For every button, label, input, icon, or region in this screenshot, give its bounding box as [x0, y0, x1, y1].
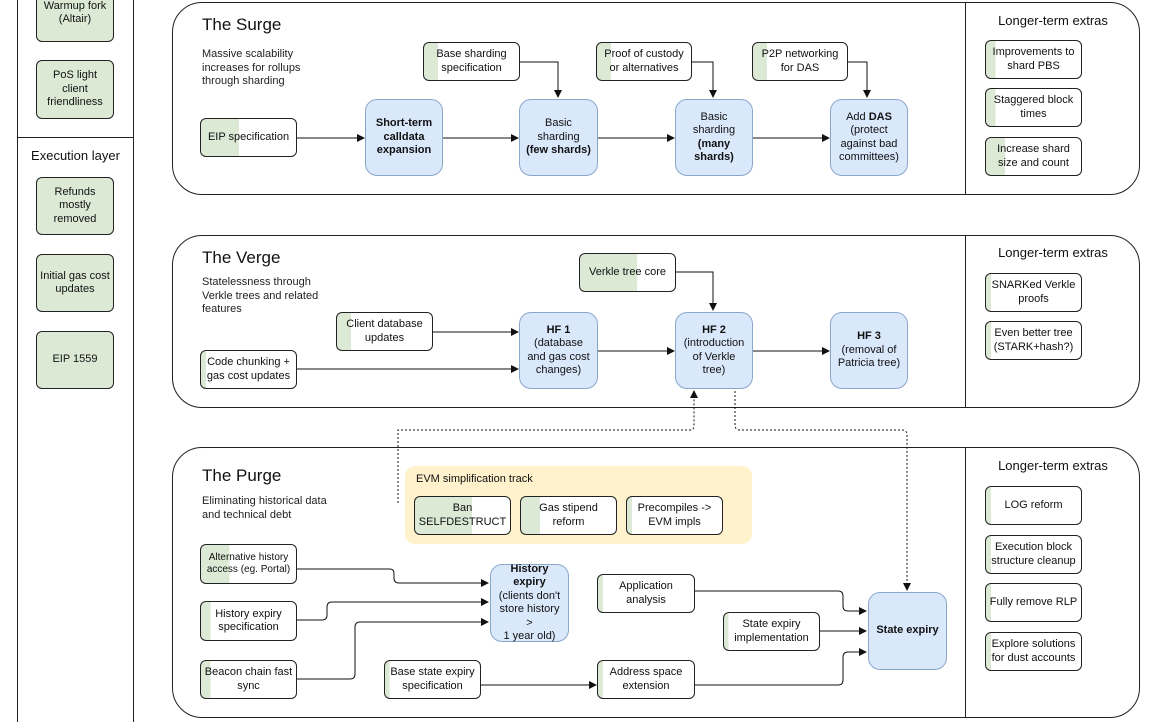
sidebar-right-border: [133, 0, 134, 722]
surge-title: The Surge: [202, 15, 282, 34]
purge-extra-block-structure: Execution block structure cleanup: [985, 535, 1082, 574]
surge-extra-shard-pbs: Improvements to shard PBS: [985, 40, 1082, 79]
purge-title: The Purge: [202, 466, 282, 485]
sidebar-item-light-client: PoS light client friendliness: [36, 60, 114, 119]
sidebar-left-border: [17, 0, 18, 722]
sidebar-item-eip1559: EIP 1559: [36, 331, 114, 389]
state-expiry-implementation-box: State expiry implementation: [723, 612, 820, 651]
history-expiry-spec-box: History expiry specification: [200, 601, 297, 641]
base-state-expiry-spec-box: Base state expiry specification: [384, 660, 481, 699]
application-analysis-box: Application analysis: [597, 574, 695, 613]
sidebar-item-gas-cost: Initial gas cost updates: [36, 254, 114, 312]
surge-extras-divider: [965, 3, 966, 194]
verge-description: Statelessness through Verkle trees and r…: [202, 276, 319, 315]
code-chunking-box: Code chunking + gas cost updates: [200, 350, 297, 389]
verge-extra-better-tree: Even better tree (STARK+hash?): [985, 321, 1082, 360]
sidebar-item-altair: Warmup fork (Altair): [36, 0, 114, 42]
verge-title: The Verge: [202, 248, 281, 267]
surge-panel: [172, 2, 1140, 195]
purge-extras-divider: [965, 448, 966, 717]
beacon-chain-fast-sync-box: Beacon chain fast sync: [200, 660, 297, 699]
verge-extras-title: Longer-term extras: [998, 245, 1108, 260]
purge-extra-remove-rlp: Fully remove RLP: [985, 583, 1082, 622]
verge-extras-divider: [965, 236, 966, 407]
evm-precompiles: Precompiles -> EVM impls: [626, 496, 723, 535]
sidebar-item-refunds: Refunds mostly removed: [36, 177, 114, 235]
verkle-tree-core-box: Verkle tree core: [579, 253, 676, 292]
evm-gas-stipend-reform: Gas stipend reform: [520, 496, 617, 535]
surge-extras-title: Longer-term extras: [998, 13, 1108, 28]
purge-description: Eliminating historical data and technica…: [202, 495, 327, 521]
p2p-networking-box: P2P networking for DAS: [752, 42, 848, 81]
alternative-history-access-box: Alternative history access (eg. Portal): [200, 544, 297, 584]
sidebar-section-execution-layer: Execution layer: [31, 148, 120, 163]
proof-of-custody-box: Proof of custody or alternatives: [596, 42, 692, 81]
sidebar-divider: [17, 137, 134, 138]
base-sharding-spec-box: Base sharding specification: [423, 42, 520, 81]
milestone-state-expiry: State expiry: [868, 592, 947, 670]
evm-track-title: EVM simplification track: [416, 473, 533, 485]
surge-extra-shard-size: Increase shard size and count: [985, 137, 1082, 176]
surge-extra-staggered-block: Staggered block times: [985, 88, 1082, 127]
eip-specification-box: EIP specification: [200, 118, 297, 157]
purge-extra-log-reform: LOG reform: [985, 486, 1082, 525]
surge-description: Massive scalability increases for rollup…: [202, 48, 301, 87]
purge-extra-dust-accounts: Explore solutions for dust accounts: [985, 632, 1082, 671]
evm-ban-selfdestruct: Ban SELFDESTRUCT: [414, 496, 511, 535]
verge-extra-snarked-verkle: SNARKed Verkle proofs: [985, 273, 1082, 312]
client-database-box: Client database updates: [336, 312, 433, 351]
address-space-extension-box: Address space extension: [597, 660, 695, 699]
purge-extras-title: Longer-term extras: [998, 458, 1108, 473]
